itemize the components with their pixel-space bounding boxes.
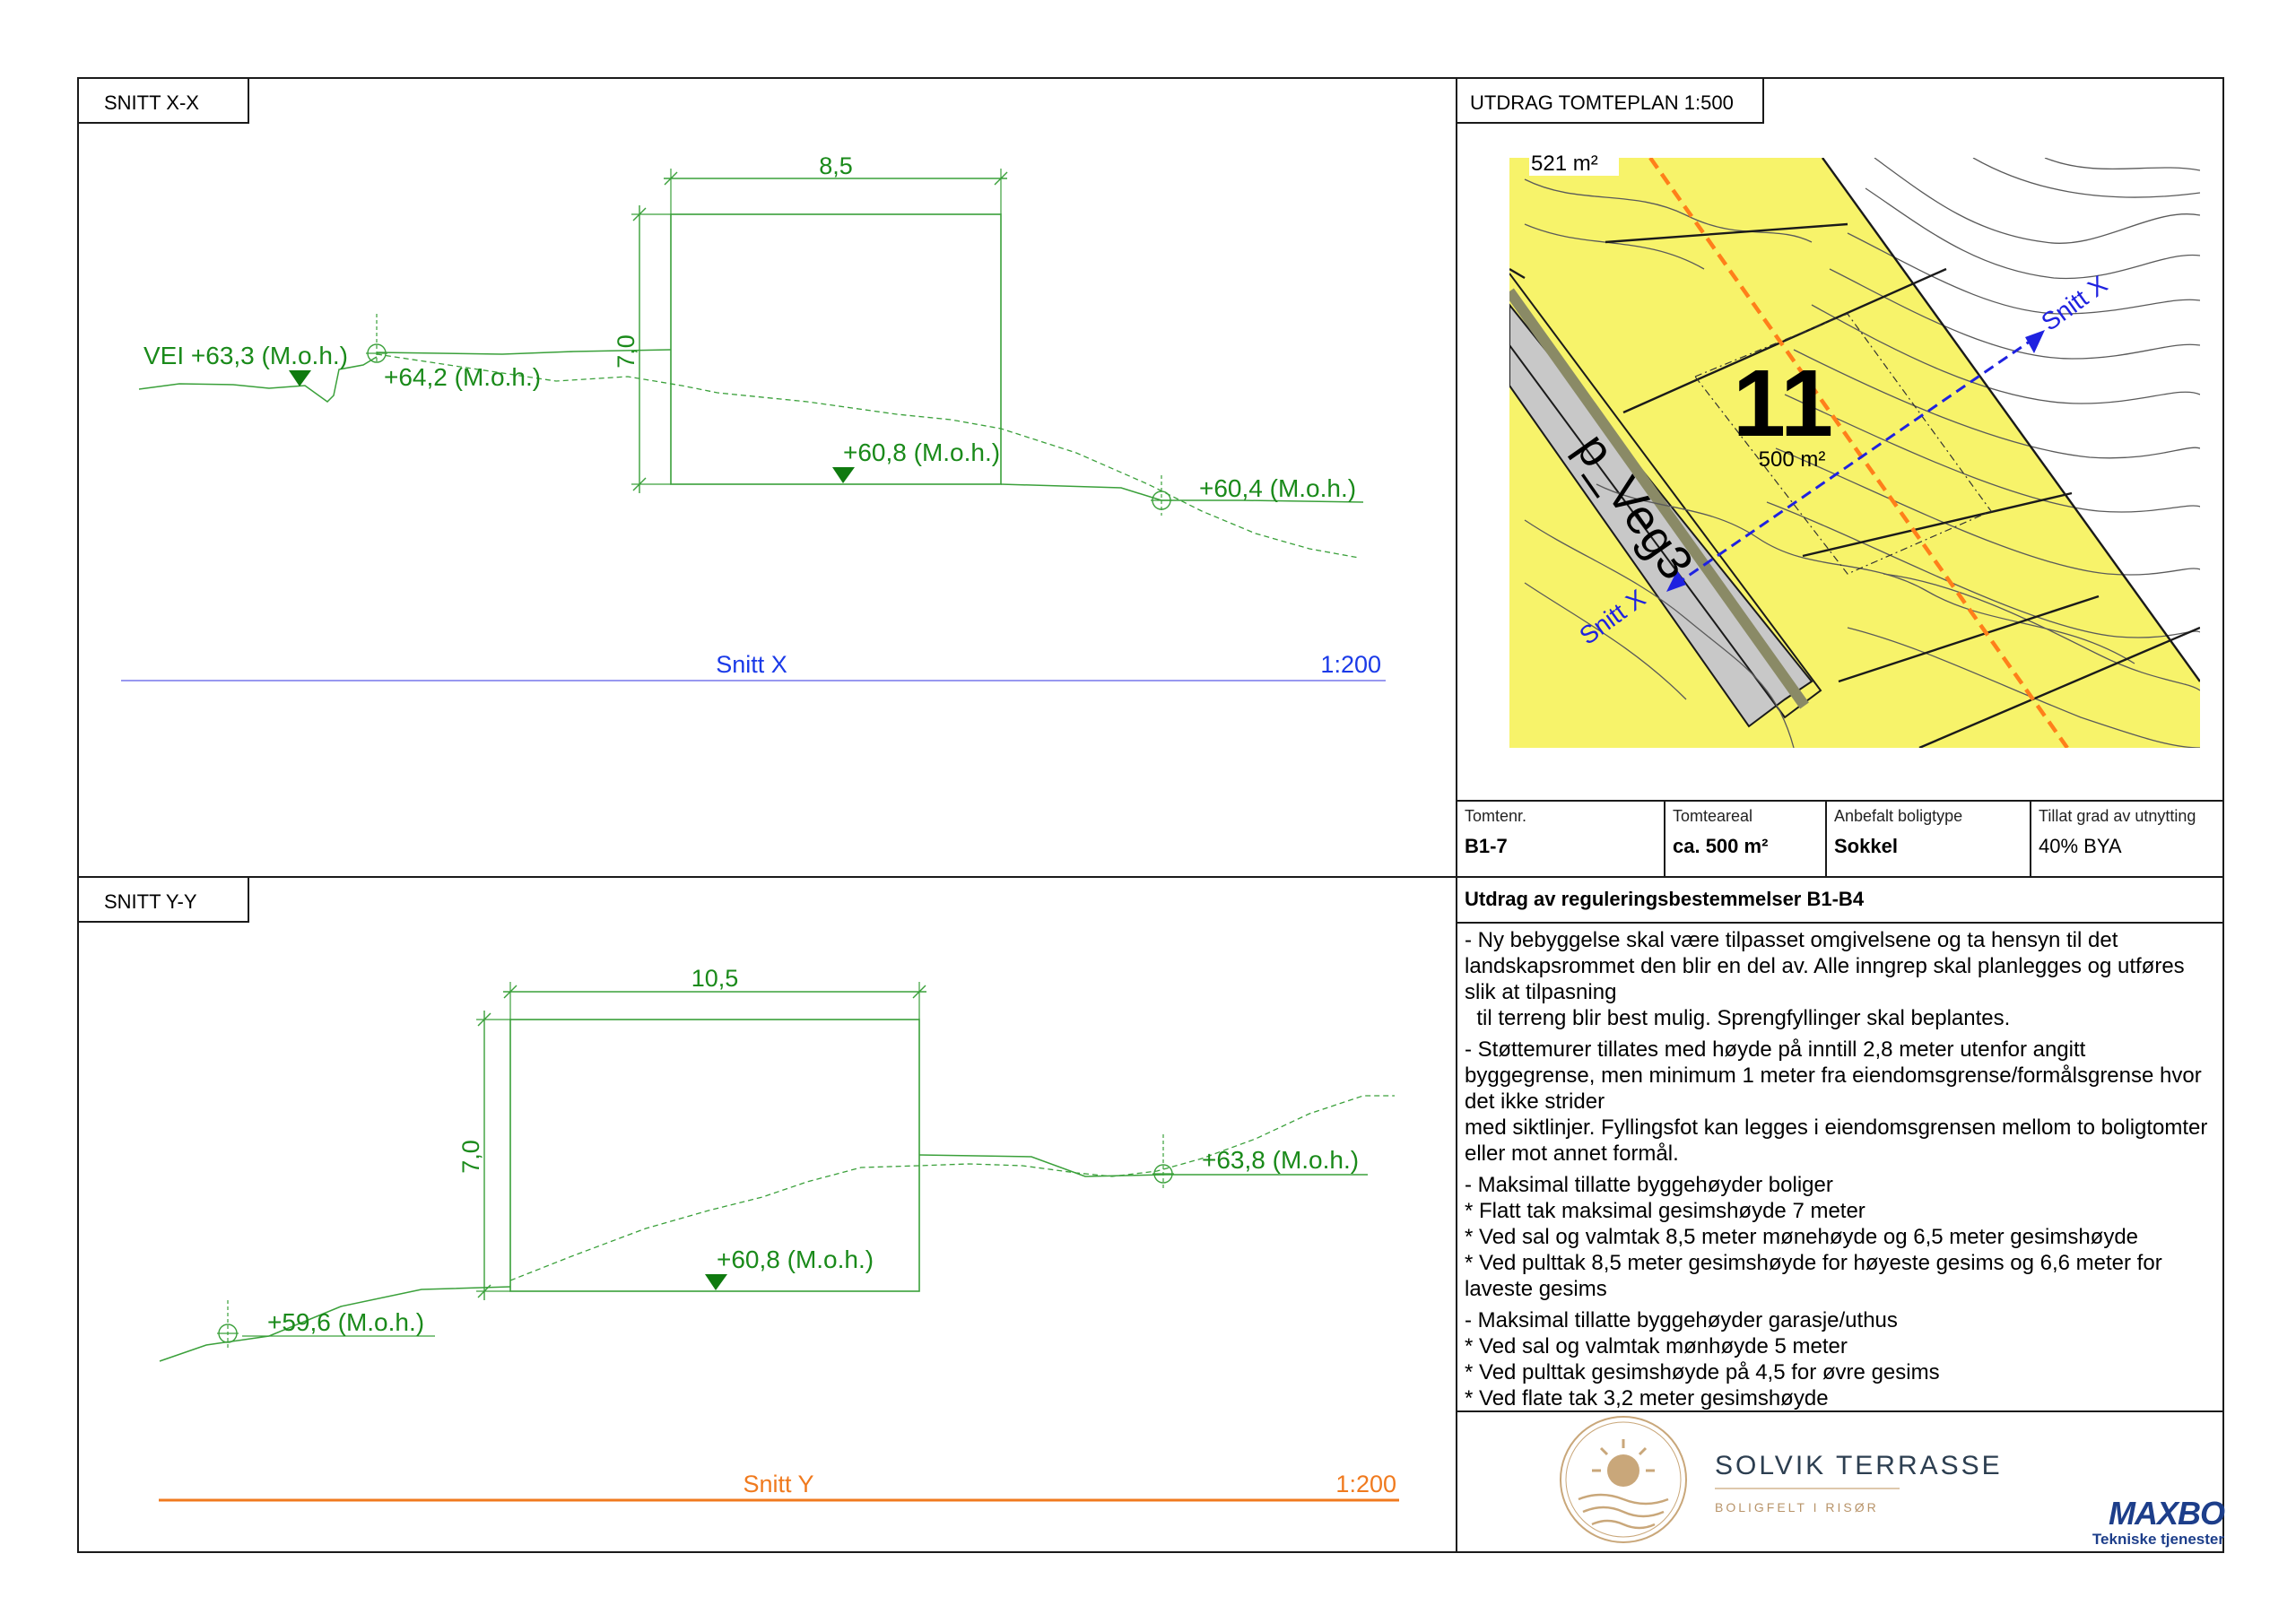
section-x-building-outline — [670, 213, 1002, 485]
section-y-ground-left — [159, 1286, 511, 1362]
section-y-scale: 1:200 — [1335, 1471, 1396, 1497]
plot-boundaries — [1509, 158, 2200, 748]
section-y-floor-level-marker-icon — [705, 1274, 727, 1290]
section-y-terrain-dashed — [509, 1095, 1395, 1281]
section-x-terrain-dashed — [376, 353, 1360, 559]
section-x-scale: 1:200 — [1320, 651, 1381, 678]
plot-area-label: Tomteareal — [1673, 807, 1753, 825]
regulation-paragraph: - Maksimal tillatte byggehøyder boliger … — [1465, 1173, 2162, 1301]
section-x-title: SNITT X-X — [104, 91, 199, 114]
section-x-lower-level: +60,4 (M.o.h.) — [1199, 474, 1356, 502]
regulation-paragraph: - Støttemurer tillates med høyde på innt… — [1465, 1037, 2208, 1166]
section-y-title: SNITT Y-Y — [104, 890, 197, 913]
plot-number-value: B1-7 — [1465, 835, 1508, 857]
utilization-label: Tillat grad av utnytting — [2039, 807, 2196, 825]
sun-logo-icon — [1560, 1416, 1687, 1543]
section-y-tab: SNITT Y-Y — [77, 876, 249, 923]
company-name: MAXBO — [2109, 1495, 2225, 1532]
section-y-ground-right — [918, 1154, 1368, 1177]
housing-type-value: Sokkel — [1834, 835, 1898, 857]
section-x-width-label: 8,5 — [819, 152, 853, 179]
plot-info-top-border — [1456, 800, 2224, 802]
section-y-width-label: 10,5 — [691, 965, 739, 992]
plot-number: 11 — [1733, 351, 1833, 456]
section-y-height-label: 7,0 — [457, 1140, 484, 1174]
section-x-road-level-marker-icon — [289, 370, 311, 386]
drawing-sheet — [77, 77, 2224, 1553]
section-x-floor-level: +60,8 (M.o.h.) — [843, 438, 1000, 466]
plot-info-bottom-border — [1456, 876, 2224, 878]
road-fill — [1509, 303, 1813, 728]
section-x-road-level: VEI +63,3 (M.o.h.) — [144, 342, 348, 369]
ridge-line — [1648, 158, 2069, 748]
section-x-start-arrow-icon — [1666, 570, 1686, 592]
footer-divider — [1456, 1410, 2224, 1412]
section-x-end-arrow-icon — [2025, 330, 2045, 353]
section-y-lower-level: +59,6 (M.o.h.) — [267, 1308, 424, 1336]
section-y-upper-level: +63,8 (M.o.h.) — [1202, 1146, 1359, 1174]
section-x-tab: SNITT X-X — [77, 77, 249, 124]
section-x-line — [1674, 335, 2037, 586]
section-x-terrain-left — [138, 356, 378, 403]
left-horizontal-divider — [77, 876, 1457, 878]
section-x-floor-level-marker-icon — [832, 467, 855, 483]
maxbo-logo: MAXBO Tekniske tjenester — [2085, 1495, 2225, 1549]
regulation-paragraph: - Maksimal tillatte byggehøyder garasje/… — [1465, 1308, 1940, 1410]
housing-type-label: Anbefalt boligtype — [1834, 807, 1963, 825]
plot-area-value: ca. 500 m² — [1673, 835, 1769, 857]
building-footprint — [1694, 313, 1992, 575]
plot-number-cell: Tomtenr. B1-7 — [1457, 802, 1664, 875]
section-x-height-label: 7,0 — [613, 334, 639, 369]
utilization-cell: Tillat grad av utnytting 40% BYA — [2031, 802, 2222, 875]
regulations-header: Utdrag av reguleringsbestemmelser B1-B4 — [1465, 888, 2218, 924]
neighbor-plot-area: 521 m² — [1531, 152, 1598, 176]
plot-area-cell: Tomteareal ca. 500 m² — [1665, 802, 1825, 875]
section-x-caption: Snitt X — [716, 651, 787, 678]
brand-name: SOLVIK TERRASSE — [1715, 1451, 2003, 1480]
company-division: Tekniske tjenester — [2092, 1531, 2224, 1548]
site-plan-title: UTDRAG TOMTEPLAN 1:500 — [1470, 91, 1734, 114]
section-y-caption: Snitt Y — [743, 1471, 813, 1497]
section-x-upper-level: +64,2 (M.o.h.) — [384, 363, 541, 391]
utilization-value: 40% BYA — [2039, 835, 2122, 857]
vertical-divider — [1456, 77, 1457, 1553]
contour-lines — [1524, 158, 2200, 748]
housing-type-cell: Anbefalt boligtype Sokkel — [1827, 802, 2030, 875]
regulation-paragraph: - Ny bebyggelse skal være tilpasset omgi… — [1465, 928, 2185, 1030]
regulations-header-divider — [1456, 922, 2224, 924]
site-plan-tab: UTDRAG TOMTEPLAN 1:500 — [1456, 77, 1764, 124]
section-y-floor-level: +60,8 (M.o.h.) — [717, 1245, 874, 1273]
plot-number-label: Tomtenr. — [1465, 807, 1527, 825]
brand-tagline: BOLIGFELT I RISØR — [1715, 1500, 1879, 1515]
regulations-title: Utdrag av reguleringsbestemmelser B1-B4 — [1465, 888, 1865, 910]
section-x-ground-road — [376, 349, 672, 355]
regulations-body: - Ny bebyggelse skal være tilpasset omgi… — [1465, 927, 2218, 1411]
plot-area: 500 m² — [1759, 447, 1826, 472]
